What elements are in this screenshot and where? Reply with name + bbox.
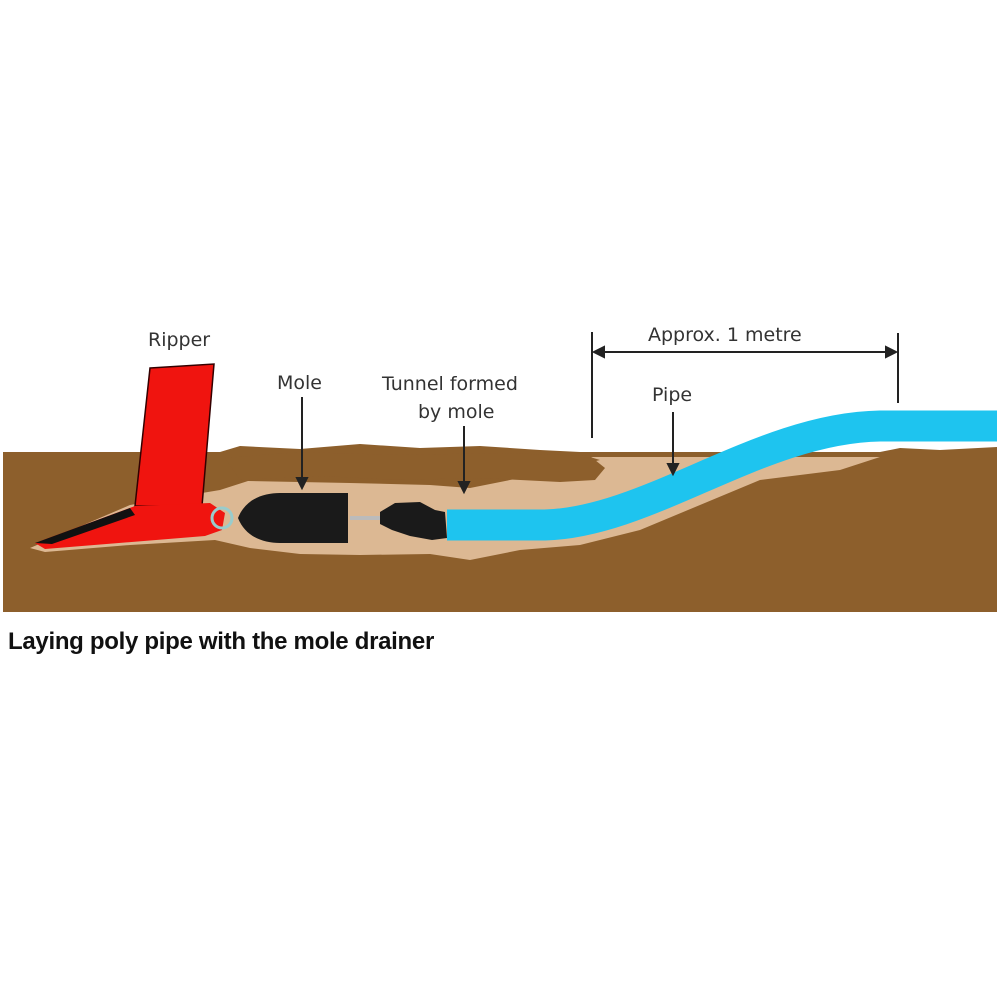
label-mole: Mole: [277, 372, 322, 394]
pointer-arrows: [295, 397, 680, 495]
label-tunnel-line2: by mole: [418, 401, 494, 423]
ripper-link: [210, 506, 234, 530]
label-ripper: Ripper: [148, 329, 210, 351]
soil-lump: [225, 452, 605, 482]
label-pipe: Pipe: [652, 384, 692, 406]
ripper-edge: [35, 508, 135, 544]
dimension-marker: [591, 332, 899, 438]
pipe: [447, 410, 997, 541]
label-tunnel-line1: Tunnel formed: [381, 373, 518, 395]
label-dimension: Approx. 1 metre: [648, 324, 802, 346]
ripper-blade: [134, 363, 215, 507]
caption: Laying poly pipe with the mole drainer: [8, 628, 434, 655]
mole-body: [238, 493, 348, 543]
ripper-foot: [35, 503, 225, 549]
expander: [380, 502, 447, 540]
